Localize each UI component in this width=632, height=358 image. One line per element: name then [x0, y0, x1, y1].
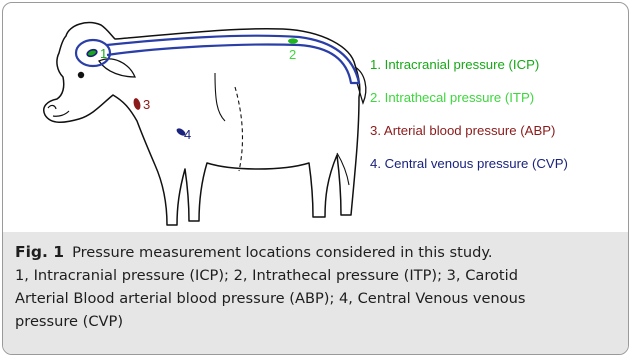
legend-item-abp: 3. Arterial blood pressure (ABP) — [370, 124, 625, 157]
caption-title: Pressure measurement locations considere… — [72, 244, 492, 261]
figure-caption: Fig. 1 Pressure measurement locations con… — [3, 232, 629, 355]
marker-2-label: 2 — [289, 47, 296, 62]
caption-label: Fig. 1 — [15, 243, 64, 261]
caption-line-2: 1, Intracranial pressure (ICP); 2, Intra… — [15, 264, 618, 287]
caption-line-4: pressure (CVP) — [15, 310, 618, 333]
itp-marker — [288, 38, 298, 43]
marker-4-label: 4 — [184, 127, 191, 142]
legend-item-cvp: 4. Central venous pressure (CVP) — [370, 157, 625, 190]
legend-item-icp: 1. Intracranial pressure (ICP) — [370, 58, 625, 91]
sheep-eye — [78, 72, 84, 78]
marker-1-label: 1 — [100, 46, 107, 61]
legend-item-itp: 2. Intrathecal pressure (ITP) — [370, 91, 625, 124]
marker-3-label: 3 — [143, 97, 150, 112]
figure-area: 1 2 3 4 1. Intracranial pressure (ICP) 2… — [3, 3, 629, 233]
legend: 1. Intracranial pressure (ICP) 2. Intrat… — [370, 58, 625, 190]
caption-line-3: Arterial Blood arterial blood pressure (… — [15, 287, 618, 310]
figure-frame: 1 2 3 4 1. Intracranial pressure (ICP) 2… — [2, 2, 629, 355]
caption-line-1: Fig. 1 Pressure measurement locations con… — [15, 241, 618, 264]
